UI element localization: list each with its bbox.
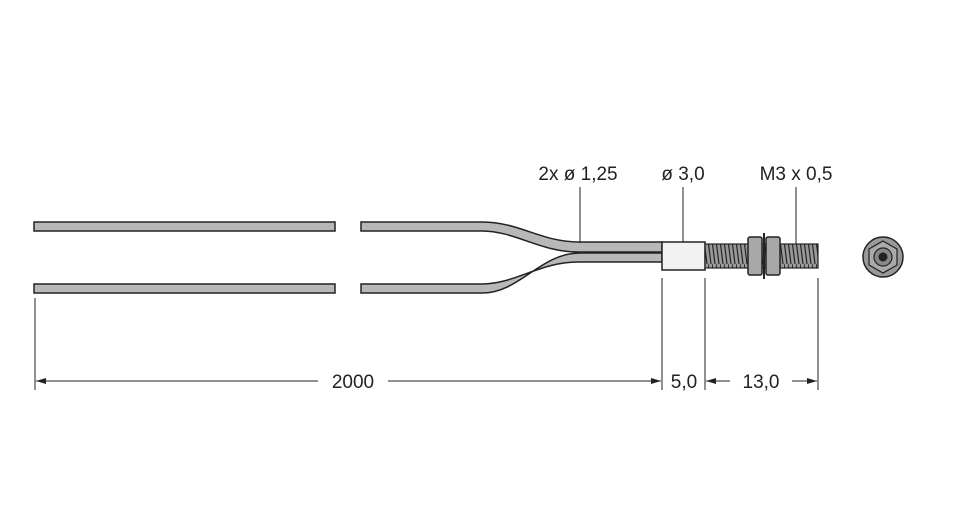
cable-length-label: 2000 (332, 372, 374, 393)
sleeve (661, 241, 706, 271)
end-view (862, 236, 904, 278)
thread-label: M3 x 0,5 (760, 164, 833, 185)
sleeve-diameter-label: ø 3,0 (661, 164, 704, 185)
sleeve-length-label: 5,0 (671, 372, 697, 393)
fiber-diameter-label: 2x ø 1,25 (538, 164, 617, 185)
fiber-lower (33, 252, 663, 294)
lock-nuts (747, 233, 781, 279)
leader-lines (34, 187, 819, 390)
fiber-upper (33, 221, 663, 253)
thread-length-label: 13,0 (743, 372, 780, 393)
